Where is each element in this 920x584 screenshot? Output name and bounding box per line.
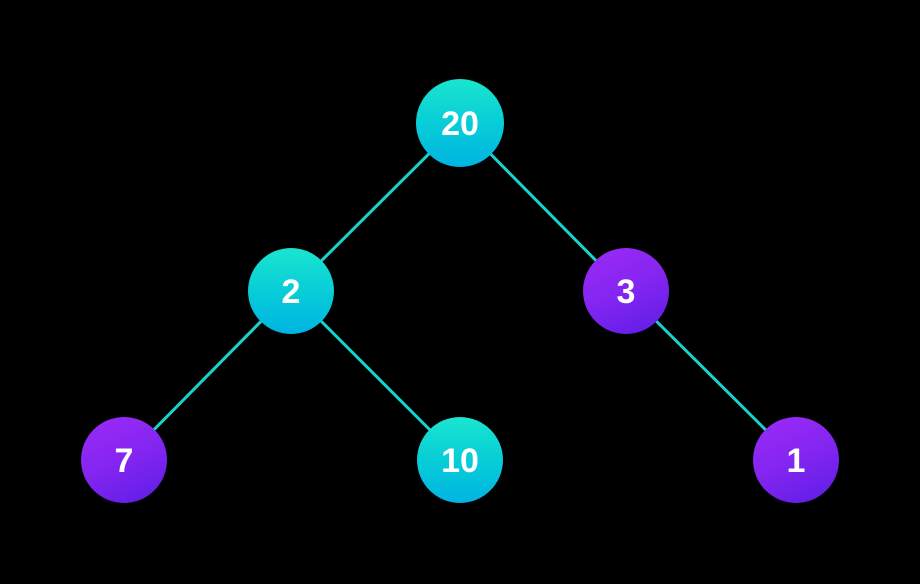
tree-node-label: 20 — [441, 105, 479, 143]
tree-edges-group — [122, 121, 798, 462]
tree-node[interactable]: 7 — [81, 417, 167, 503]
tree-node-circle[interactable] — [81, 417, 167, 503]
tree-node[interactable]: 2 — [248, 248, 334, 334]
tree-node[interactable]: 1 — [753, 417, 839, 503]
tree-node-label: 7 — [115, 442, 134, 480]
tree-node-circle[interactable] — [416, 79, 504, 167]
tree-node-circle[interactable] — [417, 417, 503, 503]
tree-nodes-group: 20 2 3 7 10 1 — [81, 79, 839, 503]
tree-node-label: 1 — [787, 442, 806, 480]
tree-node[interactable]: 3 — [583, 248, 669, 334]
tree-node-circle[interactable] — [248, 248, 334, 334]
tree-node-label: 3 — [617, 273, 636, 311]
tree-node-circle[interactable] — [583, 248, 669, 334]
tree-node-label: 2 — [282, 273, 301, 311]
tree-node-circle[interactable] — [753, 417, 839, 503]
tree-node[interactable]: 20 — [416, 79, 504, 167]
tree-node-label: 10 — [441, 442, 479, 480]
tree-node[interactable]: 10 — [417, 417, 503, 503]
